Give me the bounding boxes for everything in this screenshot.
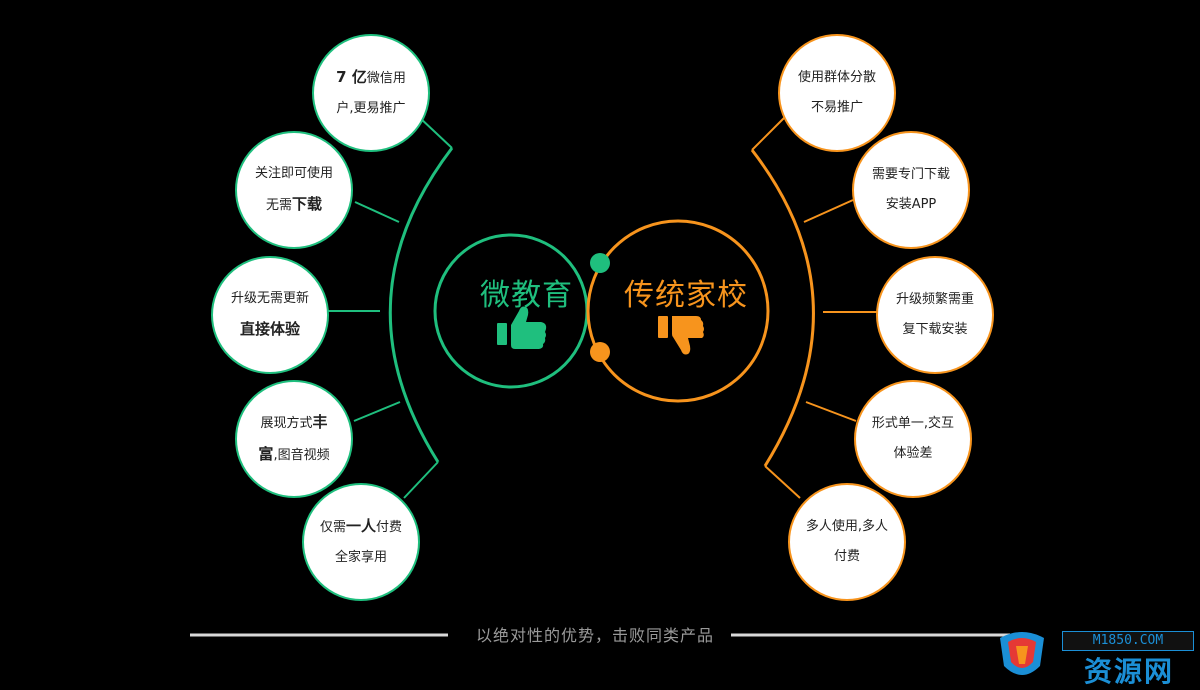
disadvantage-connector: [805, 401, 857, 422]
disadvantage-connector: [803, 199, 854, 223]
thumbs-up-icon: [497, 306, 547, 349]
advantage-connector: [403, 461, 439, 499]
advantage-node-no-download: 关注即可使用 无需下载: [235, 131, 353, 249]
intersection-dot-bottom: [590, 342, 610, 362]
micro-education-title: 微教育: [480, 278, 573, 313]
disadvantage-connector: [764, 465, 801, 499]
advantage-node-wechat-users: 7 亿微信用 户,更易推广: [312, 34, 430, 152]
advantage-node-single-payment: 仅需一人付费 全家享用: [302, 483, 420, 601]
intersection-dot-top: [590, 253, 610, 273]
advantage-node-rich-media: 展现方式丰 富,图音视频: [235, 380, 353, 498]
disadvantage-connector: [751, 116, 786, 151]
disadvantage-node-multi-payment: 多人使用,多人 付费: [788, 483, 906, 601]
disadvantage-arc: [750, 149, 815, 467]
brand-url: M1850.COM: [1062, 631, 1194, 651]
disadvantage-circle: [586, 219, 770, 403]
thumbs-down-icon: [658, 316, 704, 355]
disadvantage-node-frequent-upgrade: 升级频繁需重 复下载安装: [876, 256, 994, 374]
shield-logo-icon: [1000, 632, 1044, 675]
advantage-connector: [418, 116, 453, 149]
advantage-connector: [354, 201, 400, 223]
footer-slogan: 以绝对性的优势，击败同类产品: [475, 626, 714, 645]
advantage-arc: [388, 147, 454, 463]
disadvantage-node-scattered-users: 使用群体分散 不易推广: [778, 34, 896, 152]
advantage-node-direct-upgrade: 升级无需更新 直接体验: [211, 256, 329, 374]
brand-name: 资源网: [1083, 655, 1174, 688]
advantage-connector: [353, 401, 401, 422]
disadvantage-node-app-install: 需要专门下载 安装APP: [852, 131, 970, 249]
disadvantage-node-poor-interaction: 形式单一,交互 体验差: [854, 380, 972, 498]
traditional-school-title: 传统家校: [624, 278, 748, 313]
